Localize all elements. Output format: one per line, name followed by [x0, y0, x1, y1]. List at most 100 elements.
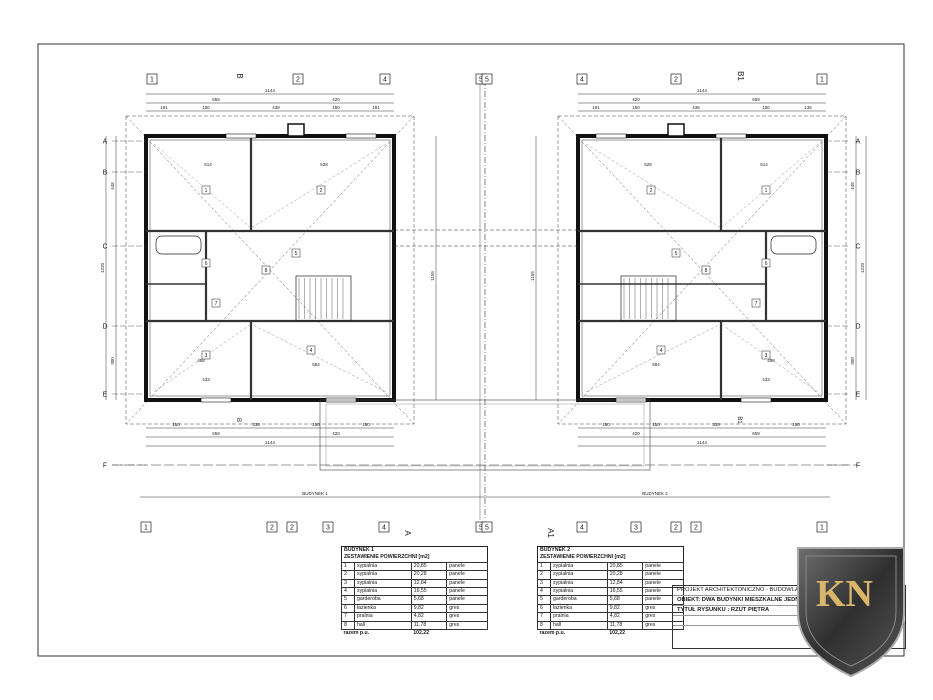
dim-label: 135	[804, 105, 812, 110]
grid-label: 2	[674, 525, 678, 532]
room-width: 528	[320, 162, 328, 167]
table-sum-row: razem p.u. 102,22	[342, 630, 488, 638]
grid-bubble	[140, 521, 152, 533]
dim-label: 448	[850, 182, 855, 190]
dim-label: 150	[632, 105, 640, 110]
room-number-box	[761, 258, 771, 268]
room-number: 2	[320, 188, 323, 194]
grid-label: 4	[580, 77, 584, 84]
grid-bubble	[292, 73, 304, 85]
room-width: 433	[202, 377, 210, 382]
table-title: BUDYNEK 1	[344, 547, 374, 553]
table-cell: 2	[537, 570, 551, 580]
table-cell: sypialnia	[354, 570, 412, 580]
dim-label: 1220	[860, 262, 865, 273]
room-number-box	[306, 345, 316, 355]
section-mark-b: B	[235, 73, 244, 78]
grid-letter: D	[855, 324, 860, 331]
table-cell: panele	[446, 561, 488, 572]
room-width: 584	[652, 362, 660, 367]
table-cell: pralnia	[550, 612, 608, 622]
room-number: 7	[755, 301, 758, 307]
chimney	[287, 123, 305, 137]
table-cell: garderoba	[550, 595, 608, 605]
room-width: 514	[760, 162, 768, 167]
terrace-outline	[319, 399, 651, 471]
sum-value: 102,22	[413, 630, 430, 637]
table-cell: 7	[341, 612, 355, 622]
room-number: 1	[205, 188, 208, 194]
room-number-box	[201, 350, 211, 360]
dim-label: 659	[212, 97, 220, 102]
drawing-title: TYTUŁ RYSUNKU : RZUT PIĘTRA	[673, 606, 905, 616]
dim-label: 438	[692, 105, 700, 110]
room-width: 433	[762, 377, 770, 382]
dim-label: 150	[172, 422, 180, 427]
dim-label: 1220	[100, 262, 105, 273]
window	[740, 397, 772, 403]
table-cell: sypialnia	[550, 587, 608, 597]
room-width: 458	[197, 358, 205, 363]
room-number-box	[646, 185, 656, 195]
table-sum-row: razem p.u.102,22	[538, 630, 684, 638]
dim-total: 1144	[265, 88, 275, 93]
dim-label: 150	[332, 105, 340, 110]
grid-label: 1	[150, 77, 154, 84]
grid-bubble	[670, 73, 682, 85]
room-number-box	[671, 248, 681, 258]
sum-value: 102,22	[609, 630, 626, 637]
roof-outline	[557, 115, 847, 425]
grid-label: 4	[383, 77, 387, 84]
ceiling-line	[585, 143, 722, 229]
sum-label: razem p.u.	[343, 630, 370, 637]
project-line: PROJEKT ARCHITEKTONICZNO - BUDOWLANY	[673, 586, 905, 596]
grid-label: 1	[820, 525, 824, 532]
grid-label: 2	[296, 77, 300, 84]
dim-label: 438	[272, 105, 280, 110]
table-cell: pralnia	[354, 612, 412, 622]
dim-label: 150	[602, 422, 610, 427]
grid-letter: F	[856, 463, 860, 470]
dim-label: 150	[362, 422, 370, 427]
table-cell: sypialnia	[354, 587, 412, 597]
table-cell: panele	[446, 570, 488, 580]
section-mark-b: B	[235, 418, 241, 422]
table-cell: 9,82	[606, 603, 644, 614]
grid-bubble	[481, 521, 493, 533]
table-cell: 7	[537, 612, 551, 622]
table-cell: panele	[642, 561, 684, 572]
room-number: 6	[765, 261, 768, 267]
grid-bubble	[146, 73, 158, 85]
table-cell: sypialnia	[550, 570, 608, 580]
table-cell: 4	[537, 587, 551, 597]
room-width: 514	[204, 162, 212, 167]
table-subtitle: ZESTAWIENIE POWIERZCHNI [m2]	[344, 554, 430, 561]
room-number: 8	[705, 268, 708, 274]
dim-label: 659	[752, 97, 760, 102]
grid-label: 3	[326, 525, 330, 532]
dim-label: 420	[632, 431, 640, 436]
grid-letter: A	[103, 139, 108, 146]
table-cell: 16,55	[606, 587, 644, 597]
floor-plan-building-2: 1234567851452845858443311446594201351504…	[530, 88, 867, 447]
table-cell: 5	[341, 595, 355, 605]
table-cell: łazienka	[550, 603, 608, 614]
kn-logo: KN	[792, 542, 910, 682]
table-cell: 9,82	[410, 603, 448, 614]
dim-label: 420	[332, 97, 340, 102]
grid-label: 5	[479, 525, 483, 532]
table-cell: sypialnia	[354, 561, 412, 572]
grid-bubble	[266, 521, 278, 533]
dim-label: 150	[792, 422, 800, 427]
room-number-box	[761, 185, 771, 195]
table-cell: 4,82	[410, 612, 448, 622]
